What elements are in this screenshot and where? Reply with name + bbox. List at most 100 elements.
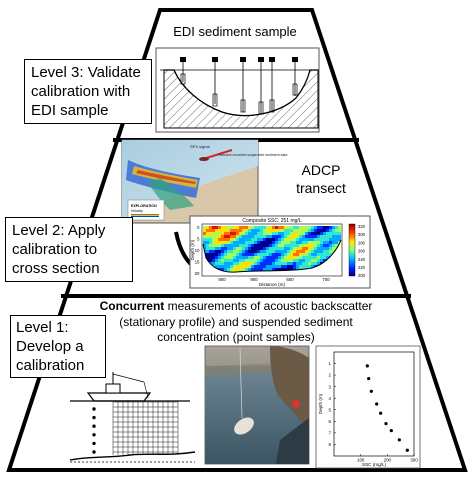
heatmap-cell	[272, 259, 276, 263]
map-annotation-text: Transect recorded suspended sediment dat…	[218, 153, 287, 157]
heatmap-cell	[218, 250, 222, 254]
heatmap-cell	[227, 265, 231, 269]
heatmap-cell	[245, 253, 249, 257]
level-2-line: cross section	[12, 260, 100, 277]
heatmap-cell	[245, 229, 249, 233]
heatmap-cell	[206, 250, 210, 254]
heatmap-cell	[293, 256, 297, 260]
heatmap-cell	[302, 265, 306, 269]
heatmap-cell	[221, 226, 225, 230]
heatmap-cell	[302, 259, 306, 263]
heatmap-cell	[239, 253, 243, 257]
heatmap-cell	[269, 268, 273, 272]
heatmap-cell	[251, 241, 255, 245]
heatmap-cell	[260, 262, 264, 266]
heatmap-x-label: Distance (m)	[259, 282, 286, 287]
heatmap-cell	[266, 226, 270, 230]
heatmap-cell	[206, 235, 210, 239]
heatmap-cell	[260, 229, 264, 233]
heatmap-cell	[218, 256, 222, 260]
heatmap-cell	[263, 238, 267, 242]
heatmap-cell	[212, 235, 216, 239]
heatmap-cell	[278, 235, 282, 239]
heatmap-cell	[287, 232, 291, 236]
heatmap-cell	[299, 265, 303, 269]
heatmap-cell	[233, 253, 237, 257]
scatter-y-tick: 1	[329, 361, 332, 366]
heatmap-cell	[299, 238, 303, 242]
heatmap-cell	[224, 247, 228, 251]
channel-bed-line	[164, 69, 318, 117]
heatmap-cell	[251, 247, 255, 251]
heatmap-cell	[278, 244, 282, 248]
heatmap-cell	[239, 247, 243, 251]
heatmap-title: Composite SSC: 251 mg/L	[242, 218, 301, 224]
point-sample-dot	[92, 424, 96, 428]
heatmap-cell	[227, 256, 231, 260]
heatmap-cell	[230, 238, 234, 242]
scatter-point	[405, 448, 409, 452]
heatmap-cell	[275, 229, 279, 233]
heatmap-cell	[218, 229, 222, 233]
heatmap-cell	[305, 241, 309, 245]
heatmap-cell	[236, 226, 240, 230]
level-1-line: Develop a	[16, 338, 84, 355]
heatmap-cell	[272, 250, 276, 254]
heatmap-cell	[257, 262, 261, 266]
heatmap-cell	[266, 259, 270, 263]
heatmap-cell	[296, 235, 300, 239]
heatmap-cell	[329, 238, 333, 242]
heatmap-cell	[299, 241, 303, 245]
heatmap-cell	[227, 244, 231, 248]
level-3-line: Level 3: Validate	[31, 64, 141, 81]
heatmap-cell	[221, 247, 225, 251]
heatmap-cell	[320, 226, 324, 230]
heatmap-cell	[209, 226, 213, 230]
heatmap-cell	[305, 262, 309, 266]
heatmap-colorbar-tick: 280	[358, 240, 366, 245]
heatmap-cell	[317, 262, 321, 266]
heatmap-cell	[251, 238, 255, 242]
heatmap-cell	[281, 229, 285, 233]
heatmap-cell	[242, 250, 246, 254]
heatmap-cell	[260, 238, 264, 242]
heatmap-cell	[290, 244, 294, 248]
heatmap-cell	[293, 247, 297, 251]
heatmap-cell	[263, 265, 267, 269]
heatmap-colorbar-tick: 320	[358, 224, 366, 229]
heatmap-cell	[242, 238, 246, 242]
heatmap-cell	[290, 256, 294, 260]
heatmap-cell	[203, 244, 207, 248]
description-bold: Concurrent	[99, 299, 165, 313]
heatmap-cell	[302, 229, 306, 233]
heatmap-cell	[266, 241, 270, 245]
heatmap-cell	[254, 235, 258, 239]
heatmap-cell	[242, 259, 246, 263]
heatmap-cell	[230, 253, 234, 257]
heatmap-cell	[251, 265, 255, 269]
heatmap-cell	[329, 235, 333, 239]
heatmap-cell	[329, 229, 333, 233]
heatmap-cell	[305, 265, 309, 269]
heatmap-cell	[245, 256, 249, 260]
scatter-axes	[333, 351, 415, 457]
heatmap-cell	[275, 241, 279, 245]
heatmap-cell	[317, 226, 321, 230]
heatmap-cell	[203, 235, 207, 239]
heatmap-cell	[230, 256, 234, 260]
heatmap-cell	[278, 253, 282, 257]
heatmap-cell	[293, 235, 297, 239]
heatmap-cell	[305, 235, 309, 239]
heatmap-cell	[287, 253, 291, 257]
heatmap-cell	[215, 247, 219, 251]
heatmap-cell	[314, 235, 318, 239]
heatmap-cell	[302, 250, 306, 254]
heatmap-cell	[212, 226, 216, 230]
heatmap-cell	[272, 253, 276, 257]
heatmap-cell	[239, 259, 243, 263]
heatmap-cell	[215, 253, 219, 257]
heatmap-cell	[248, 232, 252, 236]
heatmap-cell	[332, 244, 336, 248]
heatmap-cell	[335, 226, 339, 230]
heatmap-cell	[269, 247, 273, 251]
